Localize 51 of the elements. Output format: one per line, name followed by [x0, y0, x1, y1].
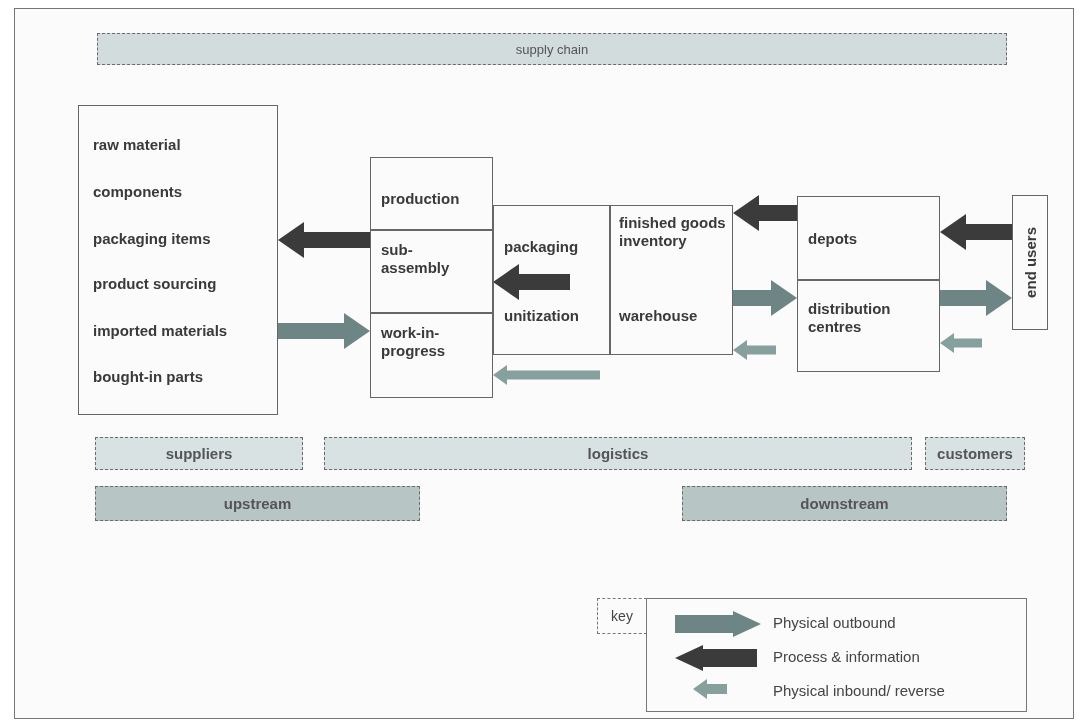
- band-label: upstream: [223, 495, 292, 512]
- stage-label: finished goods inventory: [619, 214, 727, 250]
- stage-label: warehouse: [619, 307, 699, 325]
- list-box: [493, 205, 610, 355]
- stage-label: depots: [808, 230, 859, 248]
- list-box: [78, 105, 278, 415]
- block-arrow: [940, 214, 1012, 250]
- stage-label: packaging: [504, 238, 580, 256]
- band-label: logistics: [587, 445, 649, 462]
- stage-box: [370, 313, 493, 398]
- list-box: [610, 205, 733, 355]
- stage-box: [797, 196, 940, 280]
- stage-label: bought-in parts: [93, 368, 204, 386]
- block-arrow: [940, 280, 1012, 316]
- label-band: [324, 437, 912, 470]
- label-band: [925, 437, 1025, 470]
- stage-label: end users: [1021, 227, 1039, 298]
- legend-text: Process & information: [773, 648, 920, 665]
- legend-text: Physical outbound: [773, 614, 896, 631]
- legend-text: Physical inbound/ reverse: [773, 682, 945, 699]
- stage-box: [1012, 195, 1048, 330]
- stage-label: packaging items: [93, 230, 212, 248]
- stage-label: components: [93, 183, 184, 201]
- stage-box: [370, 230, 493, 313]
- block-arrow: [278, 313, 370, 349]
- band-label: downstream: [800, 495, 889, 512]
- label-band: [95, 437, 303, 470]
- stage-label: production: [381, 190, 461, 208]
- band-label: supply chain: [515, 41, 589, 57]
- band-label: customers: [937, 445, 1013, 462]
- block-arrow: [733, 340, 776, 360]
- block-arrow: [493, 365, 600, 385]
- block-arrow: [940, 333, 982, 353]
- label-band: [97, 33, 1007, 65]
- stage-label: sub-assembly: [381, 241, 451, 277]
- block-arrow: [278, 222, 370, 258]
- stage-label: raw material: [93, 136, 182, 154]
- band-label: suppliers: [165, 445, 233, 462]
- label-band: [682, 486, 1007, 521]
- block-arrow: [493, 264, 570, 300]
- label-band: [95, 486, 420, 521]
- stage-label: unitization: [504, 307, 580, 325]
- stage-box: [370, 157, 493, 230]
- stage-box: [797, 280, 940, 372]
- stage-label: distribution centres: [808, 300, 892, 336]
- stage-label: imported materials: [93, 322, 229, 340]
- stage-label: product sourcing: [93, 275, 218, 293]
- block-arrow: [733, 280, 797, 316]
- key-label: key: [597, 598, 647, 634]
- stage-label: work-in-progress: [381, 324, 447, 360]
- block-arrow: [733, 195, 797, 231]
